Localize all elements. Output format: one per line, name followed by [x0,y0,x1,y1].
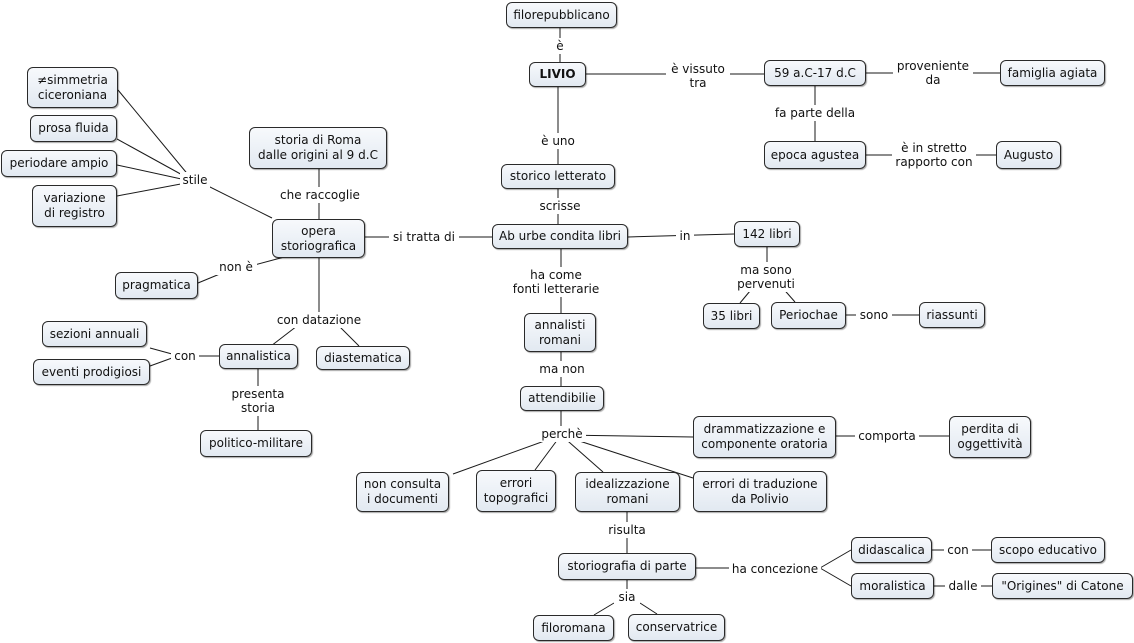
concept-politico-militare[interactable]: politico-militare [200,430,312,457]
concept-prosa-fluida[interactable]: prosa fluida [30,115,117,142]
concept-35-libri[interactable]: 35 libri [703,303,760,329]
concept-filoromana[interactable]: filoromana [533,615,614,641]
concept-opera-storiografica[interactable]: opera storiografica [272,219,365,258]
concept-origines-catone[interactable]: "Origines" di Catone [992,573,1133,599]
link-label-con-datazione: con datazione [272,312,366,328]
link-line [639,602,658,615]
link-label-sia: sia [614,589,640,605]
link-label-fa-parte-della: fa parte della [771,105,859,121]
link-line [117,89,191,178]
link-label-con-scopo: con [944,542,972,558]
link-label-risulta: risulta [603,522,651,538]
concept-drammatizzazione[interactable]: drammatizzazione e componente oratoria [693,416,836,458]
link-line [270,325,298,347]
concept-date-range[interactable]: 59 a.C-17 d.C [764,60,866,86]
link-label-in: in [676,228,694,244]
link-line [116,164,187,181]
concept-riassunti[interactable]: riassunti [919,302,985,328]
concept-diastematica[interactable]: diastematica [316,346,410,370]
concept-filorepubblicano[interactable]: filorepubblicano [506,2,617,28]
concept-sezioni-annuali[interactable]: sezioni annuali [42,321,147,347]
link-label-perche: perchè [538,426,586,442]
link-label-proveniente-da: proveniente da [893,58,973,88]
link-label-che-raccoglie: che raccoglie [276,187,364,203]
link-line [338,325,360,347]
link-line [593,602,615,616]
concept-ab-urbe-condita[interactable]: Ab urbe condita libri [492,224,628,249]
link-label-ha-come-fonti: ha come fonti letterarie [500,267,612,297]
link-line [149,347,173,355]
concept-storico-letterato[interactable]: storico letterato [501,164,615,189]
link-label-si-tratta-di: si tratta di [389,229,459,245]
link-label-presenta-storia: presenta storia [226,386,290,416]
concept-errori-topografici[interactable]: errori topografici [476,470,556,512]
concept-livio[interactable]: LIVIO [529,62,586,87]
concept-142-libri[interactable]: 142 libri [734,221,800,247]
link-line [819,567,852,587]
concept-attendibilie[interactable]: attendibilie [520,386,604,411]
concept-perdita-oggettivita[interactable]: perdita di oggettività [949,416,1031,458]
link-line [116,182,187,197]
link-line [819,549,852,569]
link-label-con-annalistica: con [171,348,199,364]
concept-epoca-augustea[interactable]: epoca agustea [764,141,866,169]
link-label-ma-sono-pervenuti: ma sono pervenuti [733,262,799,292]
concept-conservatrice[interactable]: conservatrice [628,614,725,641]
concept-storiografia-di-parte[interactable]: storiografia di parte [558,553,696,580]
concept-idealizzazione-romani[interactable]: idealizzazione romani [575,472,680,512]
link-line [149,357,173,367]
link-line [116,138,187,178]
concept-periochae[interactable]: Periochae [771,302,846,329]
link-label-e-vissuto-tra: è vissuto tra [666,61,730,91]
concept-variazione-registro[interactable]: variazione di registro [32,185,117,227]
concept-annalisti-romani[interactable]: annalisti romani [524,313,596,352]
link-label-scrisse: scrisse [536,198,584,214]
concept-eventi-prodigiosi[interactable]: eventi prodigiosi [33,359,150,385]
link-label-stile: stile [180,172,210,188]
link-label-ha-concezione: ha concezione [729,561,821,577]
concept-annalistica[interactable]: annalistica [219,344,298,369]
concept-scopo-educativo[interactable]: scopo educativo [991,537,1105,563]
concept-moralistica[interactable]: moralistica [851,573,934,599]
link-label-sono: sono [856,307,892,323]
link-label-dalle: dalle [945,578,981,594]
link-line [560,434,694,479]
concept-non-consulta[interactable]: non consulta i documenti [356,472,449,512]
link-label-rapporto-con: è in stretto rapporto con [892,140,976,170]
link-label-comporta: comporta [855,428,919,444]
link-label-e-uno: è uno [537,133,579,149]
link-label-ma-non: ma non [537,361,587,377]
concept-storia-di-roma[interactable]: storia di Roma dalle origini al 9 d.C [249,127,387,169]
concept-didascalica[interactable]: didascalica [851,537,932,563]
concept-simmetria-ciceroniana[interactable]: ≠simmetria ciceroniana [27,67,118,108]
link-label-e: è [552,38,568,54]
concept-augusto[interactable]: Augusto [996,141,1061,169]
link-label-non-e: non è [215,259,257,275]
concept-periodare-ampio[interactable]: periodare ampio [1,150,117,177]
concept-famiglia-agiata[interactable]: famiglia agiata [1000,60,1105,86]
concept-pragmatica[interactable]: pragmatica [115,272,198,299]
concept-errori-traduzione[interactable]: errori di traduzione da Polivio [693,471,827,512]
